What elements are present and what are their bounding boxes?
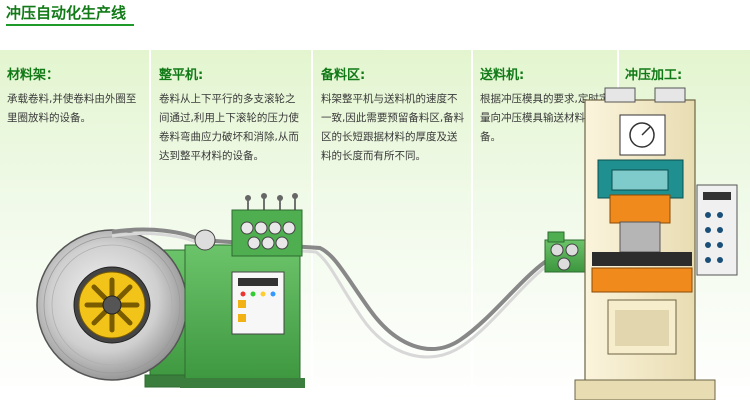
page-title: 冲压自动化生产线 xyxy=(6,4,127,22)
section-heading: 备料区: xyxy=(321,68,366,83)
title-underline xyxy=(6,24,134,26)
section-description: 根据冲压模具的要求,定时定量向冲压模具输送材料的设备。 xyxy=(480,93,610,143)
material-strip xyxy=(111,227,610,359)
press-machine xyxy=(574,87,738,400)
section-description: 承载卷料,并使卷料由外圈至里圈放料的设备。 xyxy=(7,93,137,124)
section-description: 料架整平机与送料机的速度不一致,因此需要预留备料区,备料区的长短跟据材料的厚度及… xyxy=(321,93,465,162)
feeder-machine xyxy=(544,231,588,273)
leveler-machine xyxy=(180,193,305,388)
section-heading: 冲压加工: xyxy=(625,68,683,83)
section-buffer-zone: 备料区: 料架整平机与送料机的速度不一致,因此需要预留备料区,备料区的长短跟据材… xyxy=(313,50,471,400)
section-heading: 材料架： xyxy=(7,68,60,83)
section-heading: 送料机: xyxy=(480,68,525,83)
section-description: 卷料从上下平行的多支滚轮之间通过,利用上下滚轮的压力使卷料弯曲应力破坏和消除,从… xyxy=(159,93,299,162)
section-heading: 整平机: xyxy=(159,68,204,83)
